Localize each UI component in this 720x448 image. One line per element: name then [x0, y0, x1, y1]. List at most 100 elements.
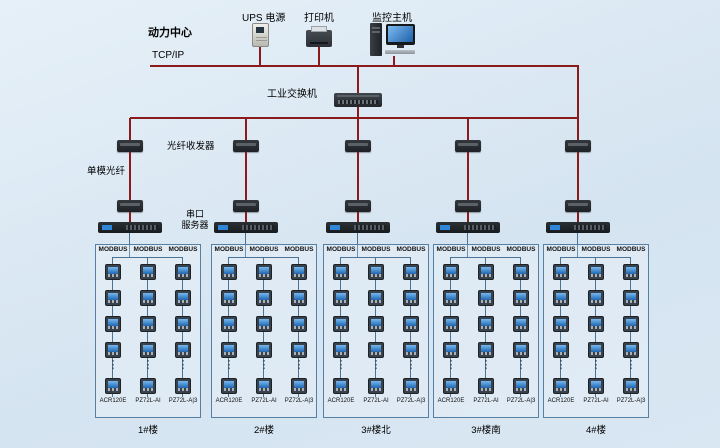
meter-buttons: [143, 326, 153, 329]
meter-column: MODBUS ⋮ ACR120E: [433, 246, 469, 416]
meter-icon: [513, 378, 529, 394]
meter-column: MODBUS ⋮ PZ72L-AI: [578, 246, 614, 416]
meter-screen: [224, 293, 234, 300]
meter-buttons: [516, 274, 526, 277]
meter-columns: MODBUS ⋮ ACR120E MODBUS ⋮ PZ72L-AI MODBU…: [433, 0, 539, 448]
meter-screen: [446, 267, 456, 274]
meter-buttons: [178, 352, 188, 355]
meter-screen: [294, 293, 304, 300]
meter-screen: [406, 319, 416, 326]
meter-icon: [553, 378, 569, 394]
transceiver-stripe: [120, 143, 140, 146]
meter-buttons: [516, 388, 526, 391]
meter-screen: [556, 267, 566, 274]
serial-server-ports: [126, 225, 158, 230]
meter-screen: [143, 319, 153, 326]
meter-screen: [336, 381, 346, 388]
modbus-label: MODBUS: [396, 246, 426, 253]
meter-buttons: [259, 300, 269, 303]
meter-buttons: [371, 274, 381, 277]
meter-screen: [406, 267, 416, 274]
meter-screen: [178, 381, 188, 388]
meter-screen: [371, 319, 381, 326]
bus-connector-line: [451, 257, 521, 258]
serial-server-display: [550, 225, 560, 230]
transceiver-stripe: [348, 143, 368, 146]
modbus-label: MODBUS: [326, 246, 356, 253]
meter-icon: [291, 342, 307, 358]
meter-icon: [105, 290, 121, 306]
modbus-label: MODBUS: [214, 246, 244, 253]
meter-icon: [553, 290, 569, 306]
serial-server-icon: [214, 222, 278, 233]
meter-screen: [294, 267, 304, 274]
printer-paper: [311, 26, 327, 32]
meter-screen: [259, 267, 269, 274]
fiber-transceiver-icon: [345, 200, 371, 212]
meter-icon: [140, 290, 156, 306]
continuation-dots: ⋮: [177, 359, 189, 371]
server-bus-line: [357, 233, 358, 258]
bus-connector-line: [229, 257, 299, 258]
group-name: 2#楼: [253, 425, 275, 436]
printer-drop-line: [318, 47, 320, 66]
meter-screen: [516, 319, 526, 326]
continuation-dots: ⋮: [293, 359, 305, 371]
ups-screen: [256, 27, 264, 33]
meter-buttons: [626, 274, 636, 277]
meter-buttons: [406, 300, 416, 303]
meter-buttons: [108, 326, 118, 329]
fiber-transceiver-icon: [455, 200, 481, 212]
continuation-dots: ⋮: [142, 359, 154, 371]
meter-buttons: [294, 352, 304, 355]
meter-buttons: [446, 388, 456, 391]
fiber-transceiver-icon: [233, 200, 259, 212]
meter-icon: [443, 264, 459, 280]
meter-buttons: [591, 388, 601, 391]
modbus-label: MODBUS: [133, 246, 163, 253]
meter-screen: [516, 381, 526, 388]
group-name: 4#楼: [585, 425, 607, 436]
meter-icon: [553, 342, 569, 358]
meter-column: MODBUS ⋮ ACR120E: [543, 246, 579, 416]
transceiver-server-line: [245, 212, 247, 222]
continuation-dots: ⋮: [555, 359, 567, 371]
serial-server-display: [330, 225, 340, 230]
server-bus-line: [129, 233, 130, 258]
meter-buttons: [371, 326, 381, 329]
meter-screen: [481, 381, 491, 388]
server-bus-line: [577, 233, 578, 258]
continuation-dots: ⋮: [625, 359, 637, 371]
continuation-dots: ⋮: [370, 359, 382, 371]
modbus-label: MODBUS: [546, 246, 576, 253]
meter-screen: [626, 381, 636, 388]
meter-buttons: [178, 274, 188, 277]
meter-buttons: [259, 326, 269, 329]
meter-column: MODBUS ⋮ PZ72L-AI: [130, 246, 166, 416]
meter-icon: [291, 378, 307, 394]
continuation-dots: ⋮: [480, 359, 492, 371]
meter-screen: [626, 267, 636, 274]
meter-screen: [516, 293, 526, 300]
host-monitor-stand: [397, 45, 404, 48]
meter-buttons: [294, 300, 304, 303]
meter-icon: [588, 264, 604, 280]
meter-model-label: ACR120E: [215, 398, 243, 404]
meter-column: MODBUS ⋮ ACR120E: [95, 246, 131, 416]
meter-screen: [556, 345, 566, 352]
meter-screen: [626, 293, 636, 300]
serial-server-label: 串口 服务器: [178, 209, 212, 231]
continuation-dots: ⋮: [223, 359, 235, 371]
meter-icon: [513, 264, 529, 280]
meter-buttons: [556, 300, 566, 303]
meter-buttons: [294, 388, 304, 391]
transceiver-stripe: [458, 203, 478, 206]
meter-icon: [140, 378, 156, 394]
meter-screen: [108, 293, 118, 300]
meter-screen: [371, 267, 381, 274]
meter-buttons: [516, 326, 526, 329]
continuation-dots: ⋮: [590, 359, 602, 371]
meter-screen: [224, 319, 234, 326]
modbus-label: MODBUS: [506, 246, 536, 253]
meter-buttons: [481, 352, 491, 355]
